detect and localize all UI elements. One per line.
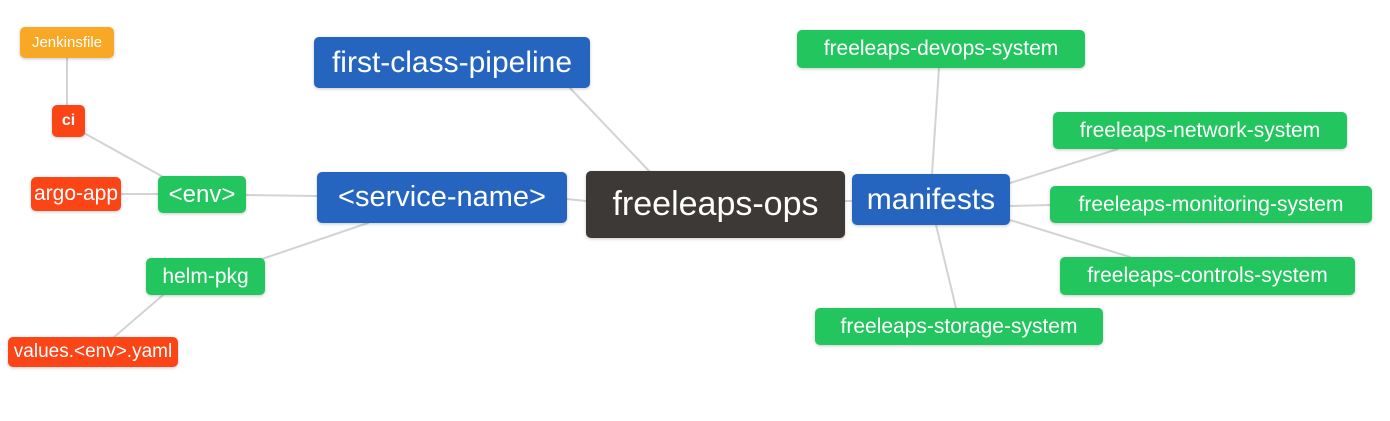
node-env[interactable]: <env> [158,176,246,213]
node-controls-system[interactable]: freeleaps-controls-system [1060,257,1355,295]
node-manifests[interactable]: manifests [852,174,1010,225]
node-storage-system[interactable]: freeleaps-storage-system [815,308,1103,345]
edge-manifests-storage [935,224,957,309]
edge-ci-env [83,132,166,179]
node-service-name[interactable]: <service-name> [317,172,567,223]
node-devops-system[interactable]: freeleaps-devops-system [797,30,1085,68]
edge-pipeline-ops [569,87,651,173]
node-freeleaps-ops[interactable]: freeleaps-ops [586,171,845,238]
edge-manifests-network [1009,148,1119,184]
edge-service-name-ops [566,198,587,202]
node-values-env-yaml[interactable]: values.<env>.yaml [8,337,178,367]
node-ci[interactable]: ci [52,105,85,137]
edge-service-name-helm-pkg [261,222,369,260]
node-monitoring-system[interactable]: freeleaps-monitoring-system [1050,186,1372,223]
node-first-class-pipeline[interactable]: first-class-pipeline [314,37,590,88]
edge-manifests-devops [931,67,940,175]
node-jenkinsfile[interactable]: Jenkinsfile [20,27,114,58]
node-argo-app[interactable]: argo-app [31,177,121,211]
edge-manifests-monitoring [1009,204,1051,207]
edge-helm-pkg-values [112,294,164,339]
node-network-system[interactable]: freeleaps-network-system [1053,112,1347,149]
node-helm-pkg[interactable]: helm-pkg [146,258,265,295]
edge-env-service-name [245,194,318,197]
edge-manifests-controls [1009,219,1131,258]
